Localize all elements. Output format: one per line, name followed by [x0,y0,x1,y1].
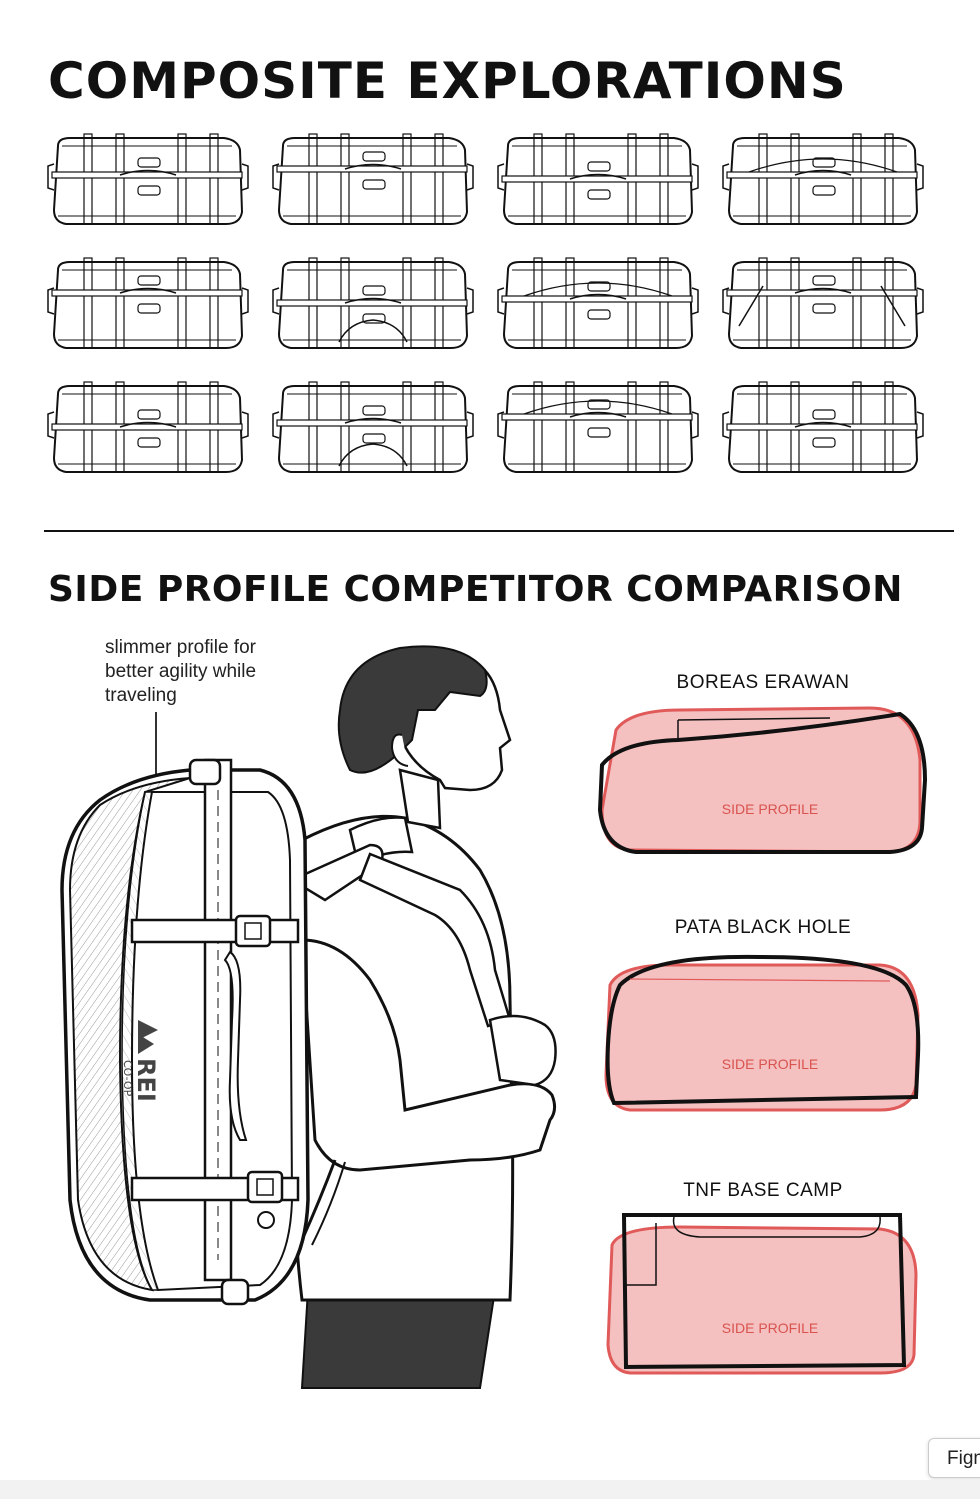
duffel-sketch-10 [272,381,474,473]
duffel-sketch-4 [722,133,924,225]
annotation-text: slimmer profile for better agility while… [105,636,305,708]
section-divider [44,530,954,532]
title-side-profile-comparison: SIDE PROFILE COMPETITOR COMPARISON [48,569,903,610]
annotation-leader-line [155,712,157,782]
annotation-line-2: better agility while [105,661,257,682]
duffel-sketch-8 [722,257,924,349]
duffel-sketch-3 [497,133,699,225]
duffel-sketch-2 [272,133,474,225]
annotation-line-1: slimmer profile for [105,637,256,658]
competitor-1-profile: SIDE PROFILE [597,706,928,854]
competitor-1-profile-label: SIDE PROFILE [722,801,818,817]
duffel-sketch-6 [272,257,474,349]
competitor-1-name: BOREAS ERAWAN [676,672,850,693]
annotation-line-3: traveling [105,685,177,706]
title-composite-explorations: COMPOSITE EXPLORATIONS [48,52,847,110]
duffel-sketch-5 [47,257,249,349]
person-with-duffel-illustration: REI CO-OP [60,645,557,1389]
competitor-2-name: PATA BLACK HOLE [674,917,852,938]
bottom-bar [0,1480,980,1499]
duffel-sketch-9 [47,381,249,473]
duffel-sketch-7 [497,257,699,349]
rei-logo-text: REI [132,1058,160,1102]
competitor-3-name: TNF BASE CAMP [683,1180,843,1201]
competitor-3-profile: SIDE PROFILE [606,1213,918,1375]
rei-coop-text: CO-OP [121,1060,134,1097]
duffel-sketch-12 [722,381,924,473]
duffel-sketch-1 [47,133,249,225]
competitor-2-profile-label: SIDE PROFILE [722,1056,818,1072]
competitor-3-profile-label: SIDE PROFILE [722,1320,818,1336]
figma-tab[interactable]: Figma [928,1438,980,1478]
competitor-2-profile: SIDE PROFILE [604,954,921,1112]
duffel-sketch-11 [497,381,699,473]
duffel-exploration-grid [40,128,940,488]
